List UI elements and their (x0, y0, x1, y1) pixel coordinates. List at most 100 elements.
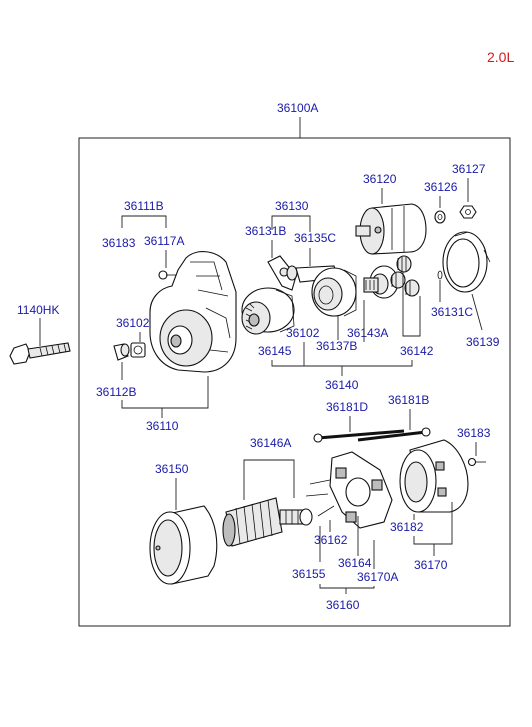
pinion-36145[interactable] (241, 287, 295, 335)
washer-square (130, 342, 146, 358)
screw-head (158, 270, 168, 280)
label-36142: 36142 (400, 344, 434, 358)
bracket-36110 (121, 376, 209, 409)
yoke-end (286, 265, 298, 281)
shaft-stub (363, 277, 379, 293)
nut-hex (459, 205, 477, 219)
label-36181d: 36181D (326, 400, 368, 414)
label-36145: 36145 (258, 344, 292, 358)
washer-hole (133, 345, 143, 355)
label-36183-top: 36183 (102, 236, 136, 250)
assembly-label: 36100A (277, 101, 318, 115)
screw-36183[interactable] (467, 457, 487, 467)
plug-end (120, 343, 130, 357)
label-36170a: 36170A (357, 570, 398, 584)
bracket-36142 (402, 272, 421, 337)
label-36102-left: 36102 (116, 316, 150, 330)
label-36126: 36126 (424, 180, 458, 194)
brush-3 (345, 511, 357, 523)
label-36181b: 36181B (388, 393, 429, 407)
armature-windings (235, 499, 273, 545)
cover-tab-2 (437, 487, 447, 497)
bracket-36140 (271, 360, 413, 367)
cover-tab-1 (435, 461, 445, 471)
planet-gear-1 (396, 255, 412, 273)
commutator (222, 513, 236, 547)
solenoid-bands (391, 206, 405, 252)
label-36162: 36162 (314, 533, 348, 547)
ring-gear-36139[interactable] (442, 231, 491, 293)
label-36127: 36127 (452, 162, 486, 176)
clutch-edge (275, 289, 295, 333)
bolt-head-1 (313, 433, 323, 443)
yoke-36150[interactable] (149, 505, 218, 585)
label-36111b: 36111B (124, 199, 164, 213)
housing-ribs (190, 261, 229, 297)
solenoid-plunger (355, 225, 371, 237)
bolt-1140hk[interactable]: 1140HK (9, 303, 71, 365)
bracket-36146a (243, 459, 295, 500)
label-36137b: 36137B (316, 339, 357, 353)
pin-36131c[interactable] (437, 270, 443, 280)
shaft-spline-2 (285, 510, 299, 524)
label-36183-right: 36183 (457, 426, 491, 440)
assembly-frame (78, 137, 511, 627)
label-36160: 36160 (326, 598, 360, 612)
label-36131b: 36131B (245, 224, 286, 238)
washer-36102[interactable] (130, 342, 146, 358)
bolt-thread (39, 343, 67, 357)
through-bolt-36181b[interactable] (357, 427, 431, 442)
bolt-head-2 (421, 427, 431, 437)
engine-label: 2.0L (487, 49, 514, 65)
solenoid-body (371, 203, 427, 255)
gear-side (343, 269, 357, 317)
planet-gears-36142[interactable] (390, 255, 420, 297)
planet-gear-2 (390, 271, 406, 289)
label-36140: 36140 (325, 378, 359, 392)
label-36182: 36182 (390, 520, 424, 534)
screw-36117a[interactable] (158, 270, 176, 280)
nut-36127[interactable] (459, 205, 477, 219)
label-36110: 36110 (146, 419, 179, 433)
washer-36126[interactable] (434, 210, 446, 224)
through-bolt-36181d[interactable] (313, 429, 405, 443)
drive-housing-36110[interactable] (149, 251, 237, 373)
gear-hub (318, 285, 334, 305)
label-36150: 36150 (155, 462, 189, 476)
internal-gear-36137b[interactable] (311, 267, 357, 317)
screw-head-2 (467, 457, 477, 467)
bracket-36130 (271, 215, 311, 232)
bolt-head (9, 343, 31, 365)
nut-hole (465, 209, 471, 215)
label-36164: 36164 (338, 556, 372, 570)
washer-inner (437, 214, 443, 220)
cover-inner (404, 461, 428, 503)
washer-outer (434, 210, 446, 224)
planet-gear-3 (404, 279, 420, 297)
ring-tabs (454, 231, 491, 263)
brush-1 (335, 467, 347, 479)
label-36112b: 36112B (96, 385, 136, 399)
end-cover-36170[interactable] (399, 439, 469, 513)
yoke-bore (153, 519, 183, 577)
label-36139: 36139 (466, 335, 500, 349)
label-1140hk: 1140HK (17, 303, 59, 317)
brush-holder-36160[interactable] (305, 451, 393, 529)
armature-36146a[interactable] (222, 497, 313, 547)
gear-inner (313, 277, 343, 311)
label-36135c: 36135C (294, 231, 336, 245)
bracket-36111b (121, 215, 167, 228)
ring-inner (446, 238, 480, 288)
solenoid-36120[interactable] (355, 203, 427, 255)
label-36117a: 36117A (144, 234, 184, 248)
lever-36131b[interactable] (267, 255, 297, 291)
solenoid-terminal (374, 226, 382, 234)
brush-plate-center (345, 477, 371, 507)
label-36143a: 36143A (347, 326, 388, 340)
bracket-36170 (413, 502, 453, 545)
housing-bushing (170, 334, 182, 348)
plug-36112b[interactable] (113, 343, 130, 361)
bolt-shaft-2 (357, 430, 427, 442)
shaft-end (299, 508, 313, 526)
